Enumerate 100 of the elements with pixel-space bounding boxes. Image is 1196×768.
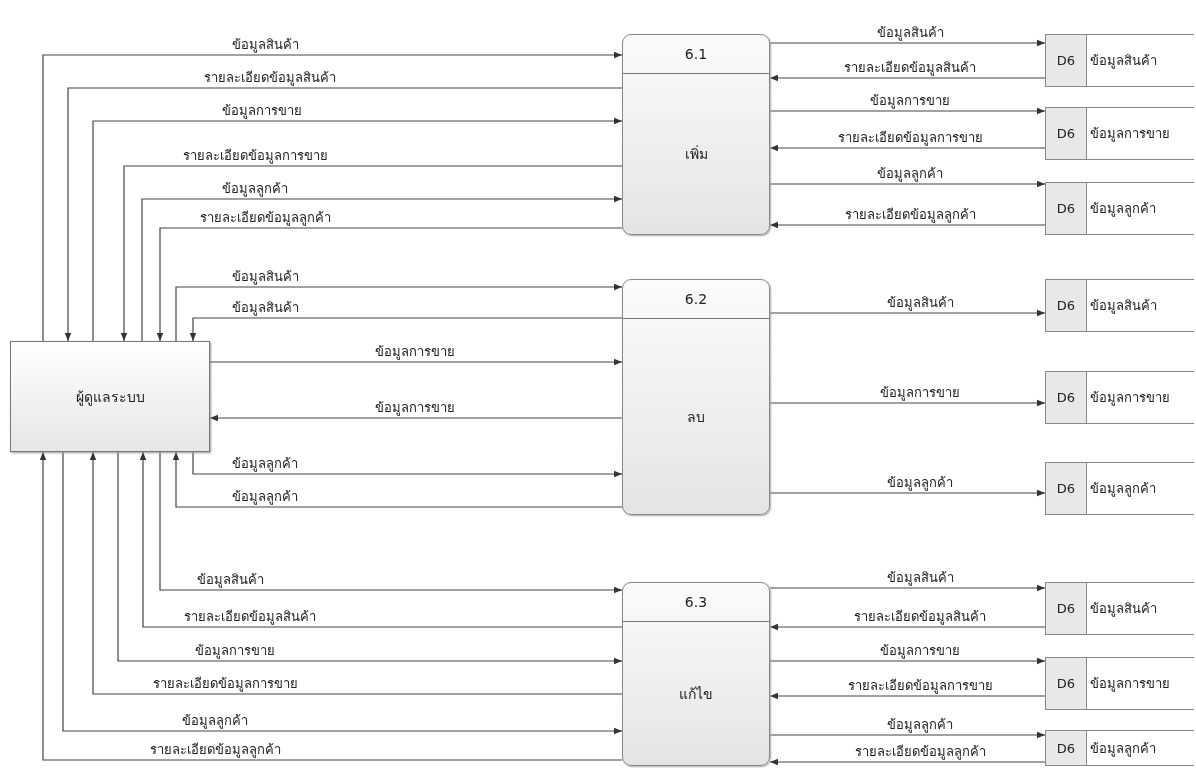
data-flow-arrow [209, 414, 623, 422]
edge-label: รายละเอียดข้อมูลลูกค้า [843, 207, 977, 223]
data-flow-arrow [117, 451, 623, 665]
data-flow-arrow [769, 39, 1046, 47]
data-flow-arrow [141, 195, 623, 342]
data-flow-arrow [769, 180, 1046, 188]
edge-label: ข้อมูลสินค้า [230, 37, 300, 53]
edge-label: รายละเอียดข้อมูลการขาย [836, 130, 984, 146]
edge-label: รายละเอียดข้อมูลลูกค้า [148, 742, 282, 758]
data-flow-arrow [769, 758, 1046, 766]
edge-label: รายละเอียดข้อมูลลูกค้า [198, 210, 332, 226]
process-box [622, 279, 770, 515]
data-store [1045, 182, 1194, 235]
data-flow-arrow [139, 451, 623, 628]
data-store [1045, 107, 1194, 160]
data-flow-arrow [769, 221, 1046, 229]
data-store [1045, 279, 1194, 332]
edge-label: ข้อมูลการขาย [879, 643, 961, 659]
data-store [1045, 462, 1194, 515]
data-flow-arrow [769, 107, 1046, 115]
process-name: เพิ่ม [684, 144, 708, 164]
data-flow-arrow [92, 117, 623, 342]
entity-name: ผู้ดูแลระบบ [75, 387, 145, 408]
store-name: ข้อมูลสินค้า [1090, 600, 1157, 619]
data-flow-arrow [769, 74, 1046, 82]
data-flow-arrow [64, 87, 623, 342]
data-flow-arrow [159, 451, 623, 594]
data-flow-arrow [769, 309, 1046, 317]
data-flow-arrow [192, 451, 623, 478]
edge-label: รายละเอียดข้อมูลสินค้า [203, 70, 337, 86]
edge-label: ข้อมูลสินค้า [230, 269, 300, 285]
data-flow-arrow [89, 451, 623, 695]
store-name: ข้อมูลลูกค้า [1090, 480, 1156, 499]
edge-label: ข้อมูลลูกค้า [886, 475, 954, 491]
data-flow-arrow [209, 358, 623, 366]
data-flow-arrow [769, 731, 1046, 739]
process-name: ลบ [687, 407, 705, 427]
store-name: ข้อมูลการขาย [1090, 675, 1170, 694]
data-store [1045, 371, 1194, 424]
data-flow-arrow [769, 692, 1046, 700]
data-flow-arrow [175, 283, 623, 342]
edge-label: ข้อมูลการขาย [374, 400, 456, 416]
data-flow-arrow [156, 227, 623, 342]
data-flow-arrow [769, 144, 1046, 152]
edge-label: ข้อมูลลูกค้า [181, 713, 249, 729]
store-name: ข้อมูลสินค้า [1090, 52, 1157, 71]
edge-label: ข้อมูลลูกค้า [221, 181, 289, 197]
store-name: ข้อมูลการขาย [1090, 125, 1170, 144]
edge-label: ข้อมูลการขาย [879, 385, 961, 401]
store-id: D6 [1056, 601, 1076, 616]
data-flow-arrow [769, 399, 1046, 407]
store-id: D6 [1056, 740, 1076, 756]
process-id: 6.2 [684, 291, 708, 307]
data-flow-arrow [769, 657, 1046, 665]
edge-label: ข้อมูลสินค้า [885, 295, 955, 311]
edge-label: ข้อมูลสินค้า [195, 572, 265, 588]
store-id: D6 [1056, 126, 1076, 141]
data-flow-arrow [172, 451, 623, 508]
edge-label: ข้อมูลสินค้า [885, 570, 955, 586]
data-store [1045, 34, 1194, 87]
edge-label: รายละเอียดข้อมูลสินค้า [853, 609, 987, 625]
edge-label: รายละเอียดข้อมูลการขาย [846, 678, 994, 694]
store-id: D6 [1056, 201, 1076, 216]
data-store [1045, 657, 1194, 710]
edge-label: ข้อมูลลูกค้า [876, 166, 944, 182]
data-store [1045, 730, 1194, 766]
edge-label: รายละเอียดข้อมูลสินค้า [843, 60, 977, 76]
edge-label: ข้อมูลลูกค้า [231, 456, 299, 472]
store-id: D6 [1056, 390, 1076, 405]
data-flow-arrow [769, 623, 1046, 631]
edge-label: ข้อมูลการขาย [221, 103, 303, 119]
edge-label: รายละเอียดข้อมูลการขาย [151, 676, 299, 692]
edge-label: ข้อมูลการขาย [869, 93, 951, 109]
edge-label: ข้อมูลการขาย [194, 643, 276, 659]
process-box [622, 34, 770, 235]
store-id: D6 [1056, 676, 1076, 691]
external-entity-box [10, 341, 210, 452]
edge-label: ข้อมูลสินค้า [875, 25, 945, 41]
data-store [1045, 582, 1194, 635]
process-box [622, 582, 770, 766]
edge-label: ข้อมูลลูกค้า [231, 489, 299, 505]
process-id: 6.1 [684, 46, 708, 62]
data-flow-arrow [120, 165, 623, 342]
store-name: ข้อมูลลูกค้า [1090, 739, 1156, 759]
store-name: ข้อมูลลูกค้า [1090, 200, 1156, 219]
store-name: ข้อมูลการขาย [1090, 389, 1170, 408]
process-name: แก้ไข [679, 684, 713, 704]
edge-label: รายละเอียดข้อมูลสินค้า [183, 609, 317, 625]
data-flow-arrow [42, 51, 623, 342]
store-id: D6 [1056, 481, 1076, 496]
edge-label: ข้อมูลสินค้า [230, 300, 300, 316]
store-name: ข้อมูลสินค้า [1090, 297, 1157, 316]
edge-label: ข้อมูลการขาย [374, 344, 456, 360]
data-flow-arrow [769, 584, 1046, 592]
store-id: D6 [1056, 298, 1076, 313]
store-id: D6 [1056, 53, 1076, 68]
edge-label: ข้อมูลลูกค้า [886, 717, 954, 733]
process-id: 6.3 [684, 594, 708, 610]
edge-label: รายละเอียดข้อมูลลูกค้า [853, 744, 987, 760]
edge-label: รายละเอียดข้อมูลการขาย [181, 148, 329, 164]
